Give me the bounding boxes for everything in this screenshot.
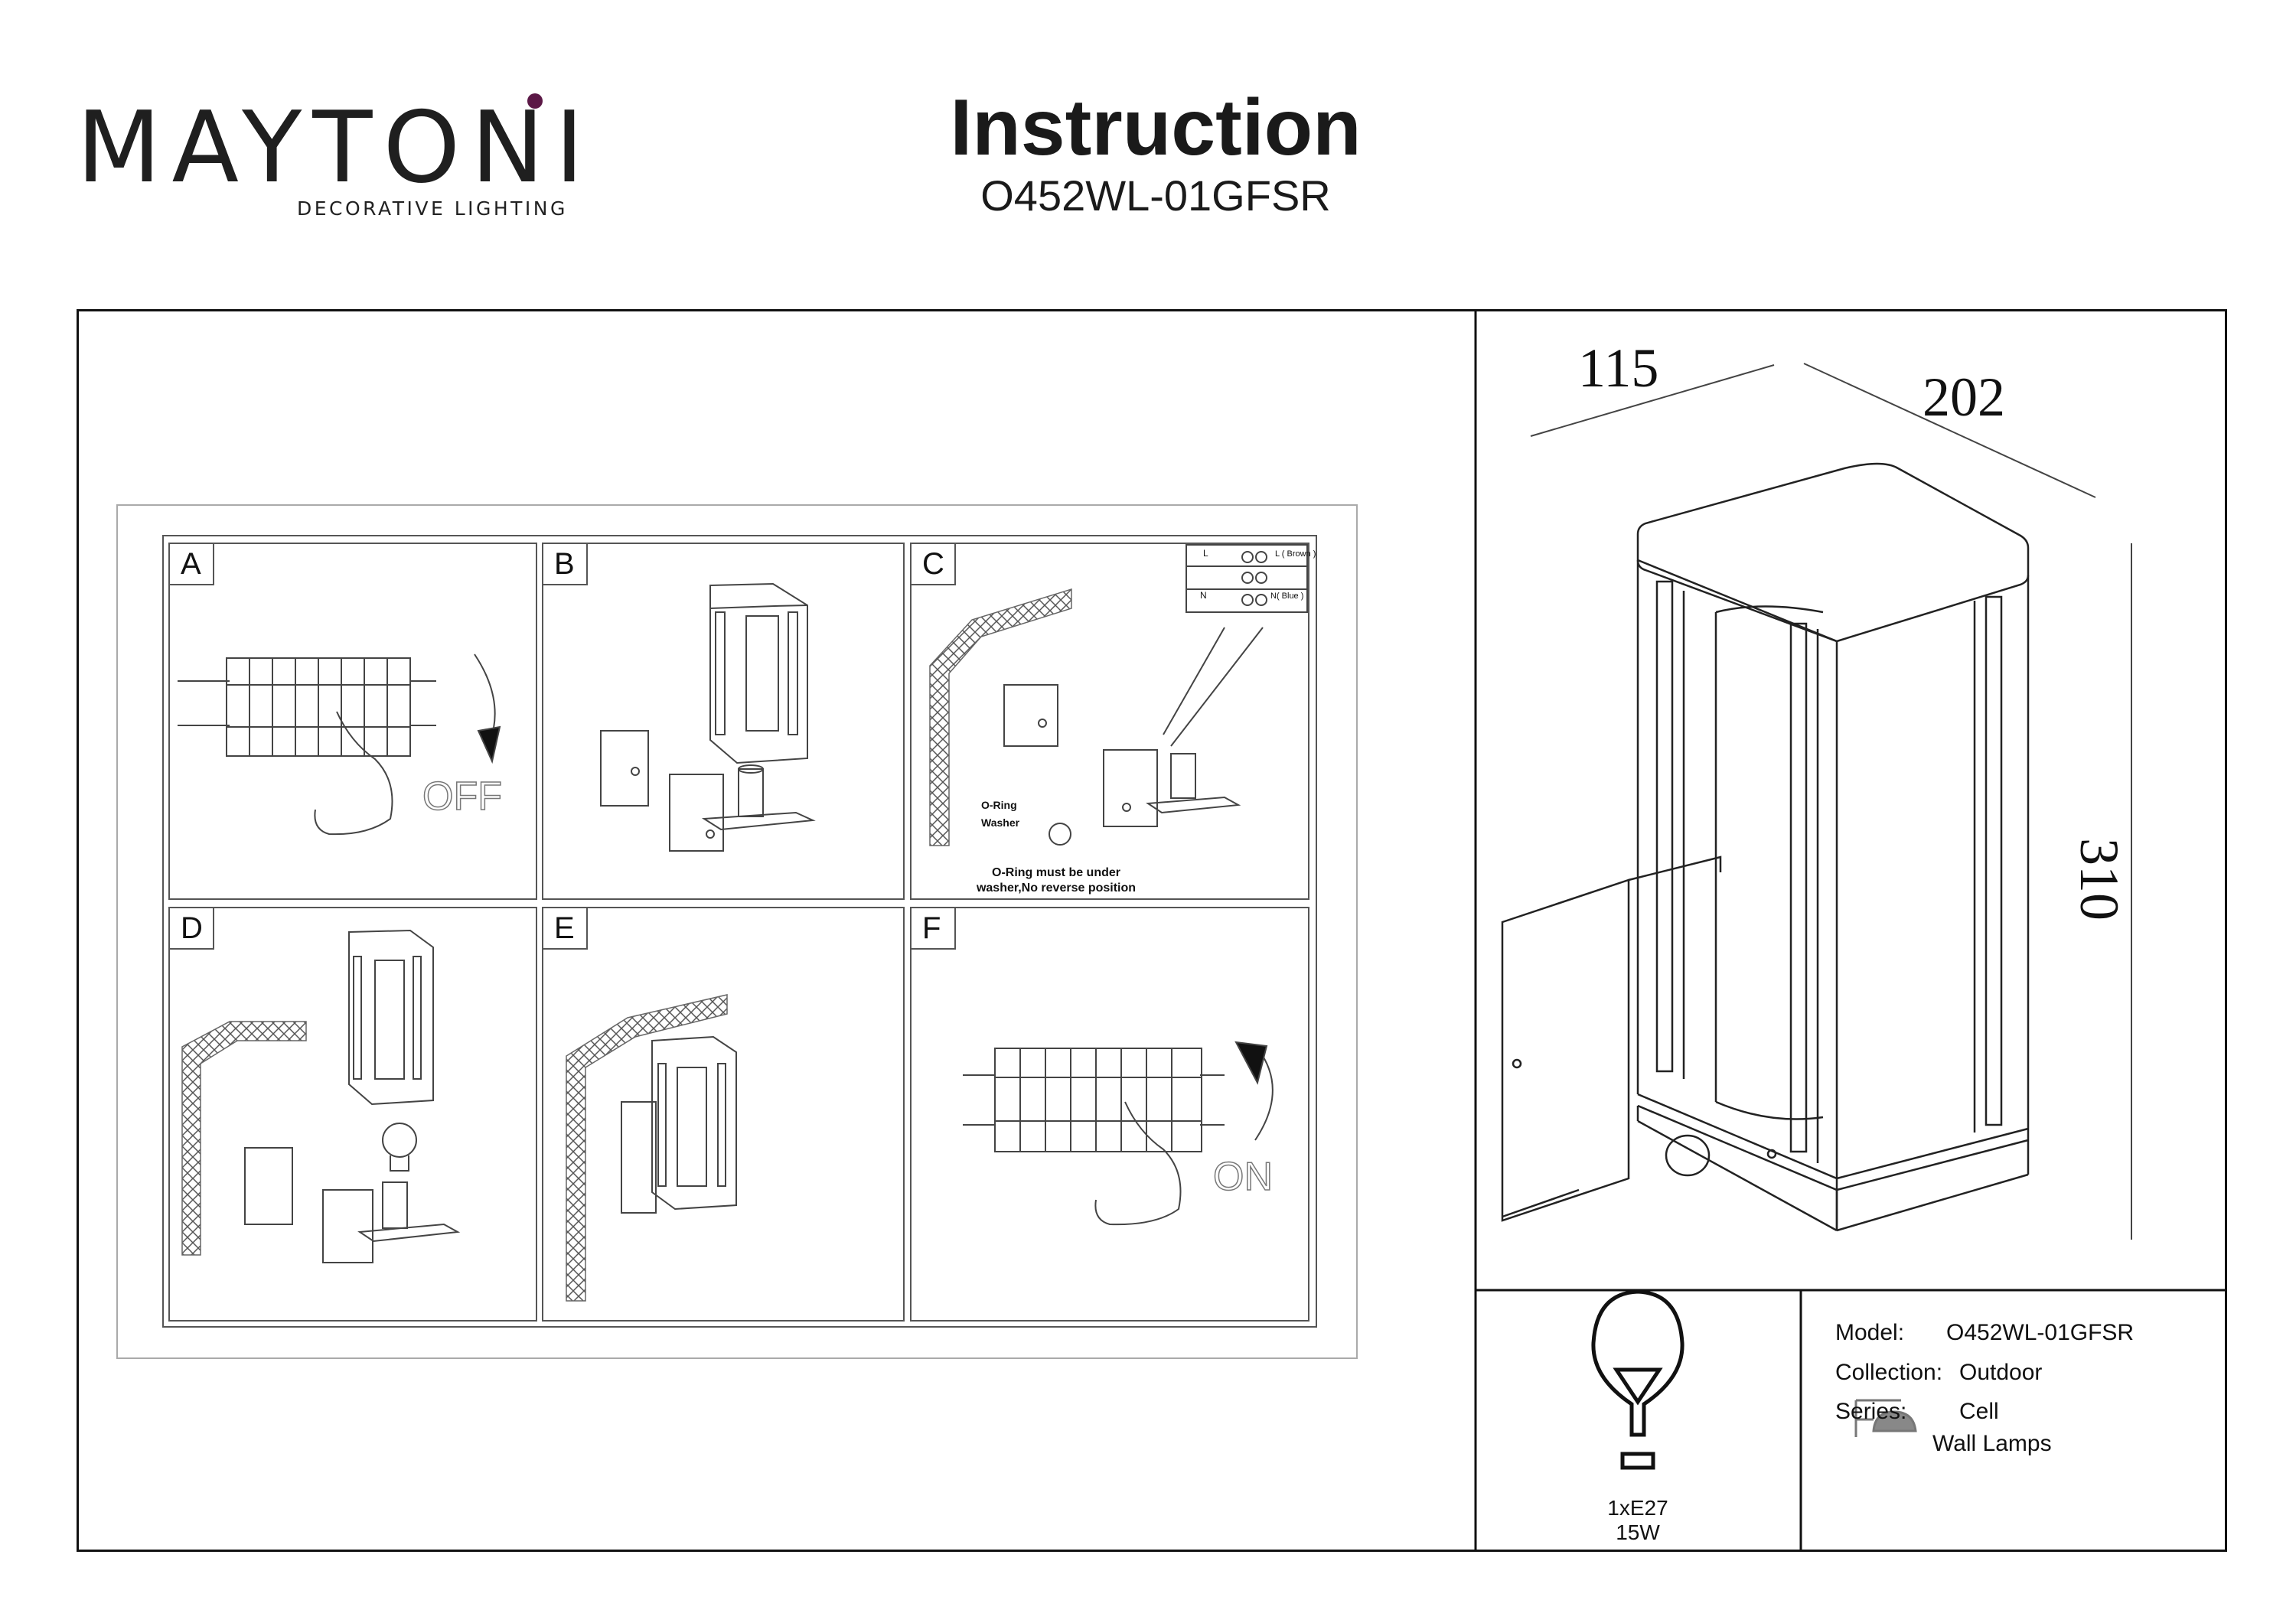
step-f-breaker-illustration [963, 1041, 1274, 1226]
step-f-on-label: ON [1213, 1155, 1273, 1199]
main-frame [77, 309, 2227, 1552]
dimension-depth: 115 [1578, 337, 1659, 399]
lamp-technical-drawing [1501, 462, 2030, 1232]
dimension-lines [1530, 363, 2132, 1240]
collection-value: Outdoor [1959, 1360, 2043, 1385]
step-c-wall-hatch [929, 588, 1072, 846]
step-f-label-box [910, 907, 956, 950]
step-c-terminal-block [1186, 544, 1308, 613]
brand-tagline: DECORATIVE LIGHTING [297, 197, 568, 220]
bulb-spec: 1xE27 15W [1607, 1496, 1668, 1544]
terminal-l-label: L [1203, 548, 1208, 559]
step-e-lamp-illustration [621, 1035, 737, 1214]
oring-label: O-Ring [981, 799, 1017, 811]
steps-grid [162, 535, 1317, 1328]
step-c-wiring-illustration [1003, 627, 1264, 846]
terminal-n-label: N [1200, 590, 1207, 601]
step-b-lamp-illustration [600, 582, 816, 852]
step-d-label-box [168, 907, 214, 950]
step-a-off-label: OFF [422, 774, 502, 819]
dimension-height: 310 [2069, 838, 2130, 921]
series-label: Series: [1835, 1399, 1907, 1424]
step-c-label-box [910, 543, 956, 585]
terminal-l-wire: L ( Brown ) [1275, 549, 1316, 559]
brand-logo: MAYTONI [77, 91, 595, 205]
terminal-n-wire: N( Blue ) [1270, 592, 1303, 601]
step-c-label: C [922, 547, 944, 581]
wall-lamp-icon [1854, 1399, 1917, 1437]
steps-outer-box [116, 504, 1358, 1359]
series-value: Cell [1959, 1399, 1999, 1424]
step-b-label: B [554, 547, 575, 581]
bulb-icon [1591, 1289, 1684, 1470]
logo-accent-dot [527, 93, 543, 109]
step-e-label-box [542, 907, 588, 950]
type-value: Wall Lamps [1932, 1431, 2052, 1456]
step-a-label-box [168, 543, 214, 585]
step-d-wall-hatch [181, 1021, 307, 1256]
collection-label: Collection: [1835, 1360, 1943, 1385]
oring-note-line1: O-Ring must be under [992, 866, 1120, 879]
model-value: O452WL-01GFSR [1946, 1320, 2135, 1345]
model-code: O452WL-01GFSR [980, 171, 1331, 220]
washer-label: Washer [981, 816, 1020, 829]
page-title: Instruction [950, 83, 1362, 172]
step-b-label-box [542, 543, 588, 585]
step-d-label: D [181, 911, 203, 945]
step-a-label: A [181, 547, 201, 581]
frame-dividers [1474, 309, 2226, 1550]
step-a-breaker-illustration [178, 653, 501, 836]
step-e-wall-hatch [566, 994, 728, 1302]
dimension-width: 202 [1923, 367, 2005, 428]
step-f-label: F [922, 911, 941, 945]
model-label: Model: [1835, 1320, 1905, 1345]
step-e-label: E [554, 911, 575, 945]
oring-note-line2: washer,No reverse position [976, 882, 1136, 895]
step-d-lamp-illustration [244, 929, 461, 1263]
